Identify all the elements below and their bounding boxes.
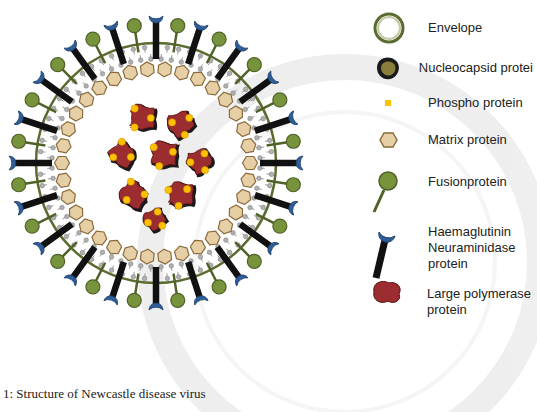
legend-label: Haemaglutinin Neuraminidase protein: [428, 224, 528, 272]
figure-caption: 1: Structure of Newcastle disease virus: [3, 386, 206, 402]
envelope-sample-inner: [378, 17, 400, 39]
legend-label: Large polymerase protein: [427, 286, 533, 318]
legend-label: Nucleocapsid protei: [419, 60, 533, 76]
fusion-sample: [374, 172, 397, 212]
legend-samples: [374, 14, 403, 302]
legend-label: Matrix protein: [428, 132, 507, 148]
legend-label: Phospho protein: [428, 95, 523, 111]
phospho-sample: [385, 100, 391, 106]
hn-sample: [376, 232, 395, 278]
polymerase-sample: [374, 281, 400, 302]
legend-label: Fusionprotein: [428, 174, 507, 190]
envelope-sample: [375, 14, 403, 42]
nucleocapsid-sample: [377, 58, 399, 80]
surface-spikes: [9, 16, 303, 310]
matrix-sample: [380, 133, 397, 147]
watermark-seal: [150, 67, 537, 412]
lipid-bilayer: [38, 45, 275, 282]
virus-particle: [9, 16, 303, 310]
nucleocapsid-core: [107, 104, 214, 234]
legend-label: Envelope: [428, 20, 482, 36]
envelope-ring: [36, 43, 276, 283]
matrix-ring: [55, 62, 258, 264]
